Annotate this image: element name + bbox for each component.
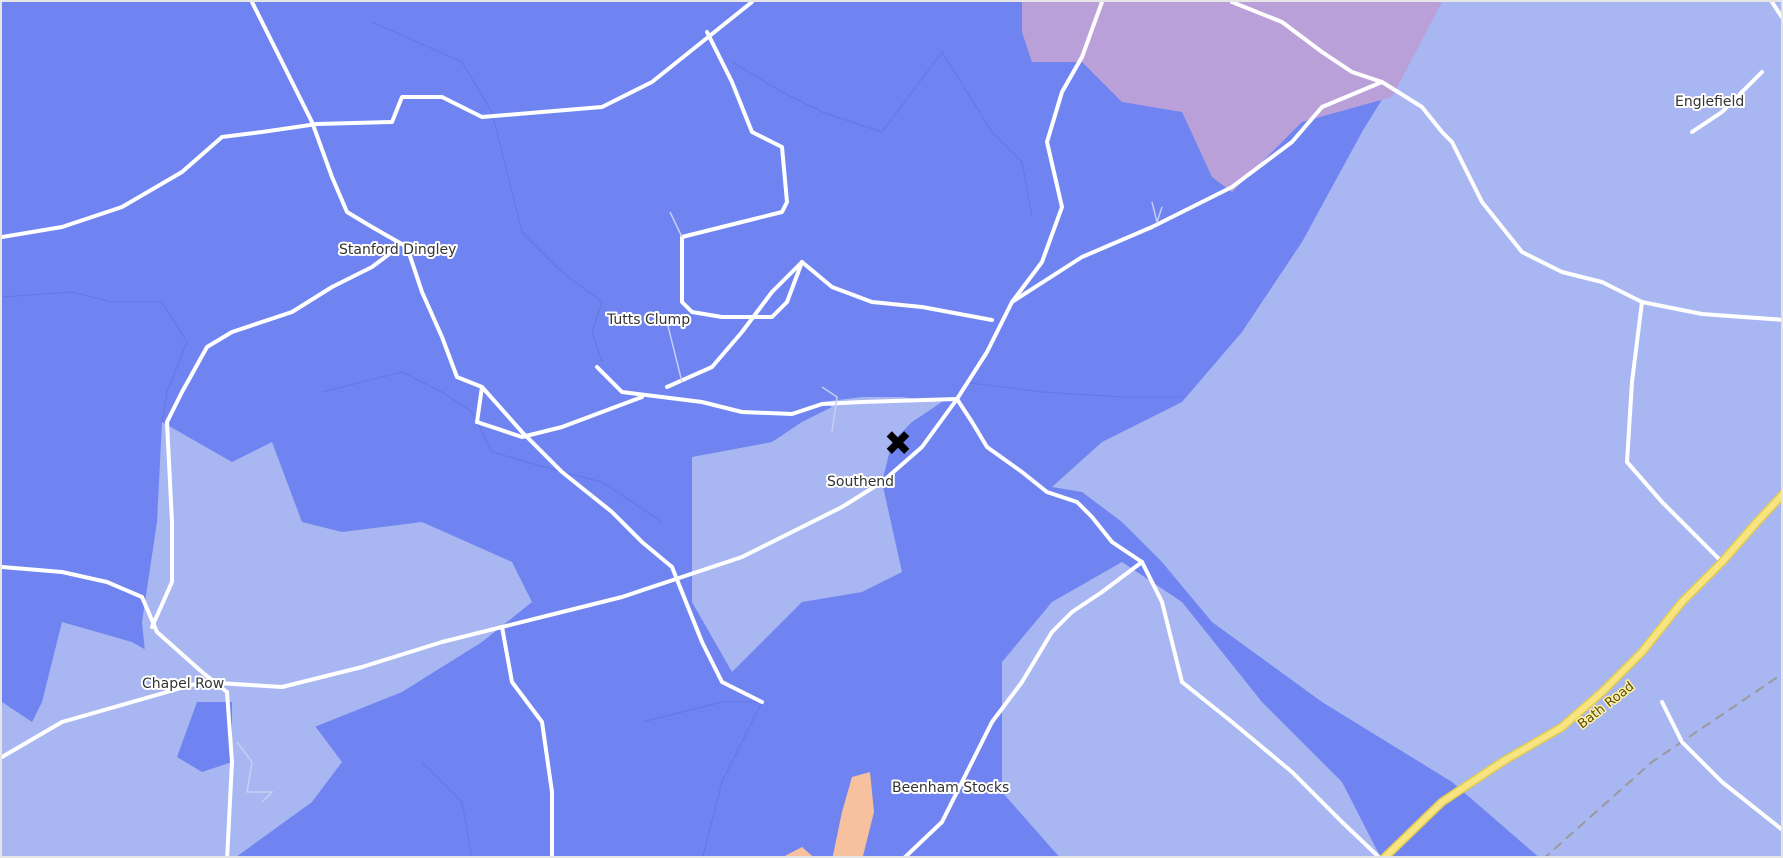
track <box>666 321 683 383</box>
road <box>595 365 959 416</box>
road <box>903 560 1144 856</box>
zone-peach-south <box>832 772 874 856</box>
road <box>800 260 994 322</box>
label-englefield: Englefield <box>1675 94 1744 110</box>
road <box>475 395 644 439</box>
track <box>236 741 274 803</box>
boundary-line <box>2 291 188 423</box>
road <box>1625 300 1724 564</box>
road <box>1230 2 1384 84</box>
boundary-line <box>961 381 1182 398</box>
zone-dark-patch-west <box>2 562 102 722</box>
track <box>669 211 683 238</box>
label-southend: Southend <box>827 474 894 490</box>
zone-light-west <box>142 422 532 762</box>
road <box>670 565 764 704</box>
boundary-line <box>731 51 1033 218</box>
road <box>1690 70 1764 134</box>
boundary-line <box>321 371 663 523</box>
road <box>225 690 234 856</box>
zone-light-east <box>1052 2 1781 856</box>
road <box>250 2 484 424</box>
boundary-line <box>371 21 603 363</box>
road <box>2 122 319 239</box>
road <box>1180 680 1381 856</box>
road <box>500 625 554 856</box>
road <box>2 565 229 694</box>
track <box>821 386 838 433</box>
road <box>665 260 804 389</box>
road <box>1010 80 1781 322</box>
zone-purple-north <box>1022 2 1442 192</box>
road <box>2 2 1104 759</box>
road <box>1770 2 1781 20</box>
zone-peach-south-2 <box>784 847 813 856</box>
road <box>315 2 754 126</box>
label-chapel-row: Chapel Row <box>142 676 224 692</box>
zone-light-southend <box>692 402 922 672</box>
road <box>480 385 674 569</box>
road <box>150 250 394 629</box>
cross-marker-icon[interactable]: ✖ <box>884 424 913 464</box>
road <box>955 397 1184 684</box>
label-beenham-stocks: Beenham Stocks <box>892 780 1009 796</box>
label-stanford-dingley: Stanford Dingley <box>339 242 456 258</box>
road <box>680 30 804 319</box>
label-tutts-clump: Tutts Clump <box>606 312 690 328</box>
railway-line <box>1544 673 1781 856</box>
zone-dark-patch-chapel <box>177 702 232 772</box>
road <box>1660 700 1781 832</box>
a-road-bath-road <box>1381 491 1781 856</box>
track <box>1151 201 1163 225</box>
boundary-line <box>421 761 472 856</box>
zone-light-southeast <box>1002 562 1380 856</box>
